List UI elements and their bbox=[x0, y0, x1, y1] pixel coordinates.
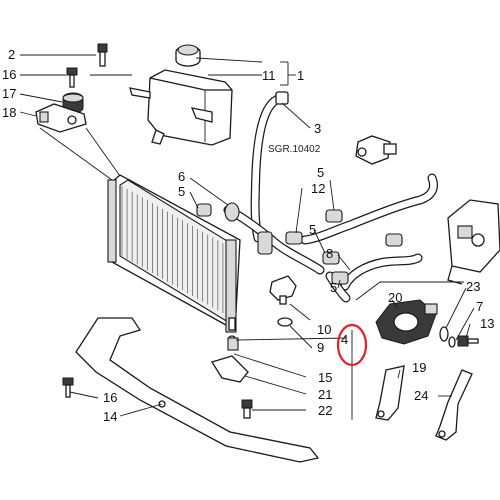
callout-14: 14 bbox=[103, 409, 117, 424]
o-ring-9 bbox=[277, 317, 293, 327]
callout-21: 21 bbox=[318, 387, 332, 402]
screw-16-bottom bbox=[62, 377, 74, 398]
long-hose-right bbox=[300, 173, 438, 245]
callout-8: 8 bbox=[326, 246, 333, 261]
callout-19: 19 bbox=[412, 360, 426, 375]
callout-9: 9 bbox=[317, 340, 324, 355]
callout-17: 17 bbox=[2, 86, 16, 101]
callout-4: 4 bbox=[341, 332, 348, 347]
callout-7: 7 bbox=[476, 299, 483, 314]
hose-clamps bbox=[196, 203, 403, 285]
callout-23: 23 bbox=[466, 279, 480, 294]
callout-6: 6 bbox=[178, 169, 185, 184]
upper-hose-3 bbox=[250, 91, 289, 243]
bracket-21 bbox=[210, 355, 249, 383]
callout-5-b: 5 bbox=[317, 165, 324, 180]
junction-pipe bbox=[257, 231, 273, 255]
callout-3: 3 bbox=[314, 121, 321, 136]
bolt-13 bbox=[457, 335, 479, 347]
callout-22: 22 bbox=[318, 403, 332, 418]
callout-11: 11 bbox=[262, 68, 276, 83]
radiator bbox=[107, 174, 241, 345]
callout-10: 10 bbox=[317, 322, 331, 337]
callout-5-d: 5 bbox=[330, 280, 337, 295]
thermostat-housing-sgr bbox=[355, 135, 397, 165]
callout-5-c: 5 bbox=[309, 222, 316, 237]
valve-15 bbox=[227, 337, 239, 351]
screw-16-top bbox=[66, 67, 78, 88]
callout-15: 15 bbox=[318, 370, 332, 385]
gasket-23 bbox=[439, 326, 449, 342]
pipe-19 bbox=[375, 365, 405, 421]
callout-2: 2 bbox=[8, 47, 15, 62]
sensor-10 bbox=[269, 275, 297, 305]
bolt-22 bbox=[241, 399, 253, 419]
callout-5-a: 5 bbox=[178, 184, 185, 199]
washer-7 bbox=[448, 336, 456, 348]
bracket-18 bbox=[35, 103, 87, 133]
callout-20: 20 bbox=[388, 290, 402, 305]
engine-block bbox=[447, 199, 500, 285]
highlight-ring bbox=[336, 323, 368, 367]
bolt-2 bbox=[97, 43, 108, 67]
pipe-24 bbox=[435, 369, 473, 441]
callout-13: 13 bbox=[480, 316, 494, 331]
callout-18: 18 bbox=[2, 105, 16, 120]
crossmember-14 bbox=[75, 317, 320, 463]
callout-1: 1 bbox=[297, 68, 304, 83]
hose-8 bbox=[340, 253, 423, 291]
callout-16-bottom: 16 bbox=[103, 390, 117, 405]
thermostat-cover-20 bbox=[375, 299, 438, 345]
callout-24: 24 bbox=[414, 388, 428, 403]
leader-lines bbox=[19, 54, 475, 420]
callout-12: 12 bbox=[311, 181, 325, 196]
reference-code: SGR.10402 bbox=[268, 144, 321, 155]
callout-16-top: 16 bbox=[2, 67, 16, 82]
expansion-tank bbox=[129, 44, 233, 146]
